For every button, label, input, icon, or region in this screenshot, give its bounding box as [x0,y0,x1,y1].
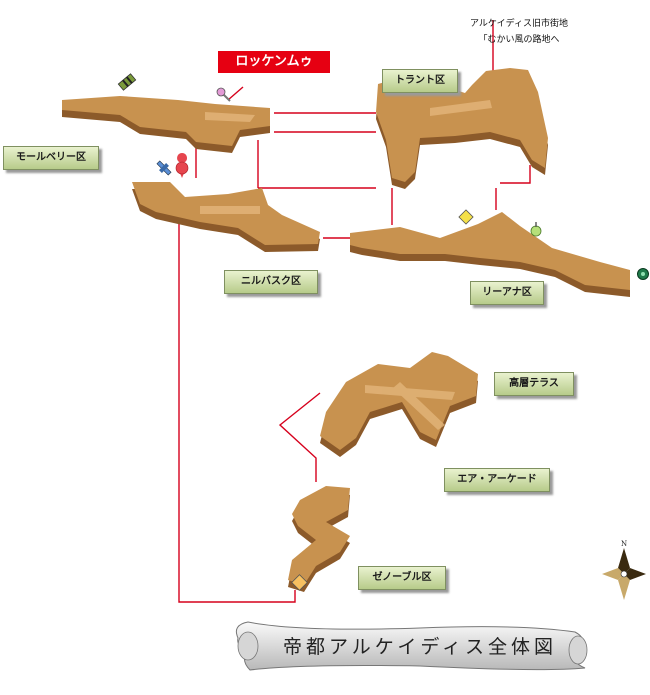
title-scroll [235,621,588,671]
save-crystal-icon [117,73,137,91]
compass-icon [602,548,646,600]
exit-note: アルケイディス旧市街地 「むかい風の路地へ [466,16,572,48]
shop-icon [156,160,172,176]
district-label-zenoble[interactable]: ゼノーブル区 [358,566,446,590]
treasure-icon [458,209,474,225]
moogle-icon [216,87,231,102]
district-label-trant[interactable]: トラント区 [382,69,458,93]
gate-icon [637,268,649,280]
map-title: 帝都アルケイディス全体図 [282,636,558,658]
marker-icon [175,153,189,178]
teleport-icon [530,222,542,237]
district-label-terrace[interactable]: 高層テラス [494,372,574,396]
district-label-rienna[interactable]: リーアナ区 [470,281,544,305]
district-label-molberry[interactable]: モールベリー区 [3,146,99,170]
gate-icon-zenoble [291,574,308,591]
district-label-arcade[interactable]: エア・アーケード [444,468,550,492]
highlight-location-label: ロッケンムゥ [218,51,330,73]
district-label-nilbasse[interactable]: ニルバスク区 [224,270,318,294]
exit-note-line1: アルケイディス旧市街地 [469,19,569,29]
compass-north-label: N [621,540,627,548]
district-buildings [62,68,630,592]
exit-note-line2: 「むかい風の路地へ [478,35,560,45]
